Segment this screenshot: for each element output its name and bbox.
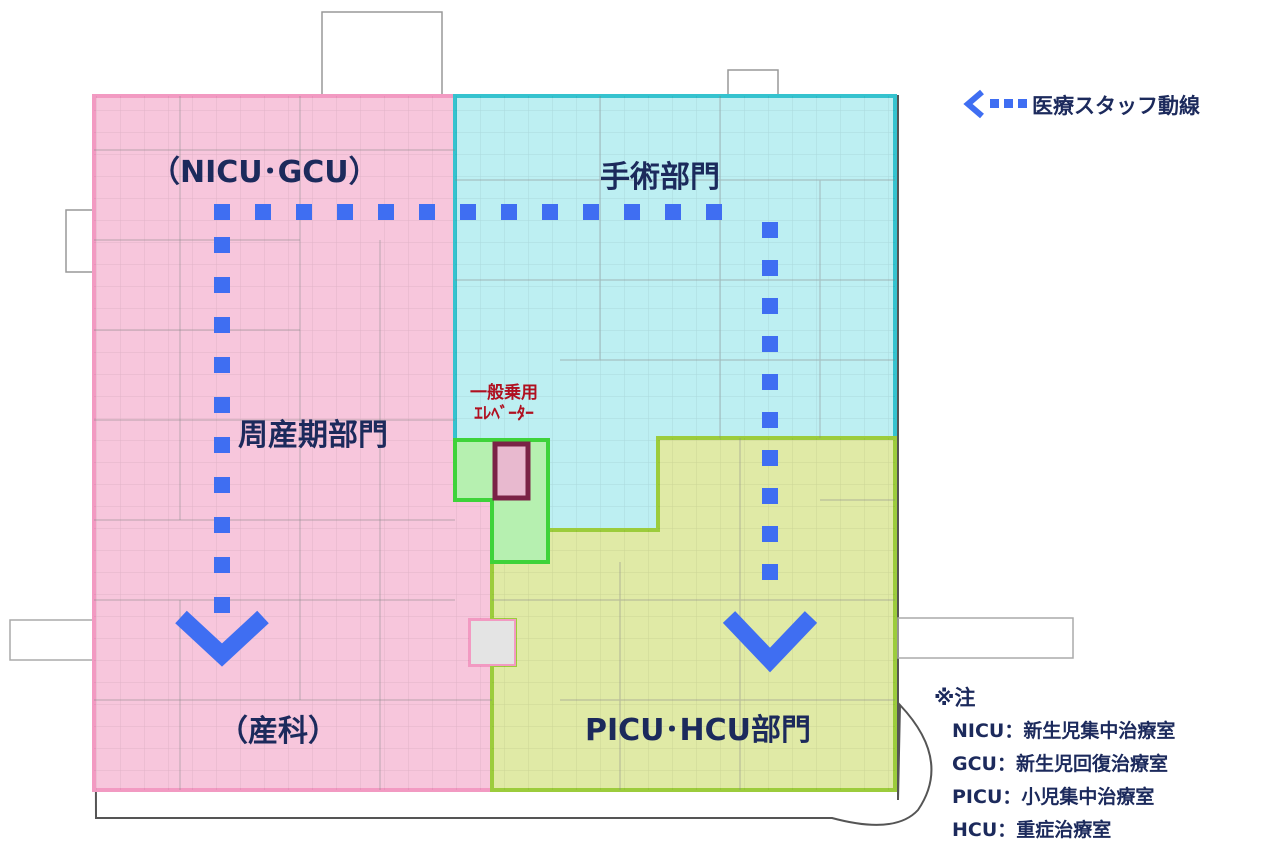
elevator-label-line1: 一般乗用	[470, 383, 538, 403]
flow-dot	[214, 237, 230, 253]
flow-dot	[762, 222, 778, 238]
obstetrics-label: （産科）	[218, 714, 338, 749]
flow-dot	[214, 517, 230, 533]
note-item: NICU：新生児集中治療室	[952, 720, 1176, 742]
flow-dot	[762, 488, 778, 504]
note-item: PICU：小児集中治療室	[952, 786, 1155, 808]
legend-arrow-icon	[963, 89, 1027, 119]
elevator-label-line2: ｴﾚﾍﾞｰﾀｰ	[474, 404, 534, 424]
top-annex	[321, 11, 443, 99]
flow-dot	[762, 450, 778, 466]
flow-dot	[762, 564, 778, 580]
flow-dot	[255, 204, 271, 220]
flow-dot	[378, 204, 394, 220]
surgery-label: 手術部門	[600, 160, 720, 195]
flow-dot	[542, 204, 558, 220]
flow-dot	[214, 477, 230, 493]
notes-heading: ※注	[934, 686, 976, 710]
flow-dot	[460, 204, 476, 220]
top-right-annex	[727, 69, 779, 99]
right-wing	[897, 617, 1074, 659]
stair-landing	[469, 619, 516, 666]
flow-dot	[296, 204, 312, 220]
flow-dot	[762, 526, 778, 542]
flow-dot	[665, 204, 681, 220]
nicu-gcu-label: （NICU･GCU）	[150, 155, 379, 190]
picu-hcu-label: PICU･HCU部門	[585, 713, 812, 748]
staff-flow-path	[214, 204, 778, 613]
flow-arrowhead-left	[175, 610, 269, 667]
flow-dot	[762, 298, 778, 314]
note-item: GCU：新生児回復治療室	[952, 753, 1168, 775]
flow-dot	[419, 204, 435, 220]
flow-dot	[214, 397, 230, 413]
flow-dot	[337, 204, 353, 220]
flow-dot	[762, 336, 778, 352]
flow-dot	[214, 277, 230, 293]
note-item: HCU：重症治療室	[952, 819, 1112, 841]
left-annex	[65, 209, 97, 273]
elevator-car	[492, 441, 531, 501]
flow-dot	[706, 204, 722, 220]
elevator-label: 一般乗用 ｴﾚﾍﾞｰﾀｰ	[470, 383, 538, 425]
flow-dot	[214, 437, 230, 453]
flow-dot	[214, 597, 230, 613]
legend-label: 医療スタッフ動線	[1032, 94, 1200, 118]
flow-dot	[214, 317, 230, 333]
flow-dot	[762, 260, 778, 276]
flow-dot	[583, 204, 599, 220]
flow-dot	[762, 374, 778, 390]
flow-dot	[214, 204, 230, 220]
flow-dot	[501, 204, 517, 220]
flow-arrowhead-right	[722, 611, 818, 673]
room-partitions	[94, 96, 895, 790]
notes: ※注 NICU：新生児集中治療室 GCU：新生児回復治療室 PICU：小児集中治…	[934, 682, 1175, 847]
flow-dot	[624, 204, 640, 220]
flow-dot	[214, 357, 230, 373]
flow-dot	[214, 557, 230, 573]
perinatal-label: 周産期部門	[238, 418, 388, 453]
flow-dot	[762, 412, 778, 428]
left-wing	[9, 619, 97, 661]
